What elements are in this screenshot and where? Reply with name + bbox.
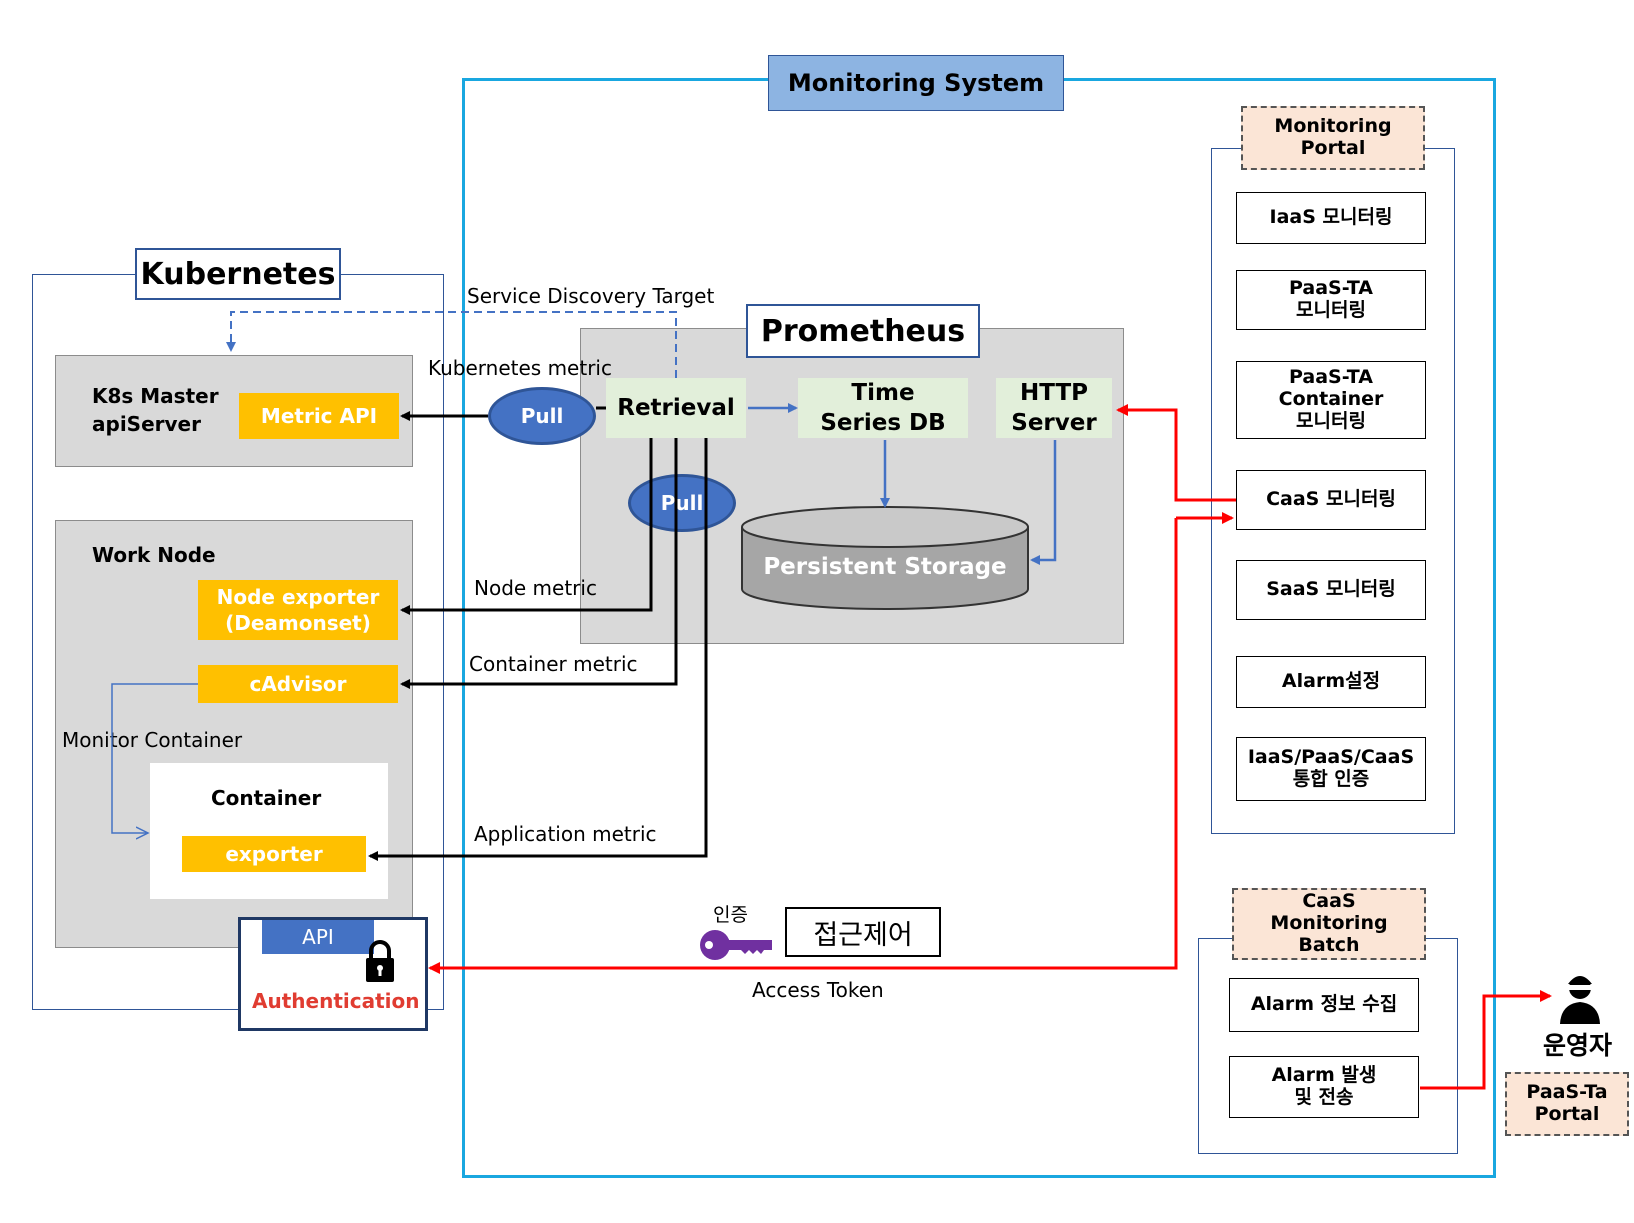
portal-item-iaas[interactable]: IaaS 모니터링 bbox=[1236, 192, 1426, 244]
access-token-label: Access Token bbox=[752, 978, 884, 1002]
lock-icon bbox=[362, 938, 398, 984]
kubernetes-title: Kubernetes bbox=[135, 248, 341, 300]
monitor-container-label: Monitor Container bbox=[62, 728, 243, 752]
auth-label: 인증 bbox=[713, 904, 748, 926]
portal-item-paas-ta[interactable]: PaaS-TA 모니터링 bbox=[1236, 270, 1426, 330]
container-box bbox=[150, 763, 388, 899]
batch-item-alarm-send: Alarm 발생 및 전송 bbox=[1229, 1056, 1419, 1118]
node-exporter-box: Node exporter (Deamonset) bbox=[198, 580, 398, 640]
prometheus-title: Prometheus bbox=[746, 304, 980, 358]
portal-item-integrated-auth[interactable]: IaaS/PaaS/CaaS 통합 인증 bbox=[1236, 737, 1426, 801]
batch-title: CaaS Monitoring Batch bbox=[1232, 888, 1426, 960]
kubernetes-metric-label: Kubernetes metric bbox=[428, 356, 612, 380]
cadvisor-box: cAdvisor bbox=[198, 665, 398, 703]
work-node-title: Work Node bbox=[92, 543, 216, 567]
tsdb-box: Time Series DB bbox=[798, 378, 968, 438]
persistent-storage-label: Persistent Storage bbox=[763, 554, 1007, 580]
service-discovery-label: Service Discovery Target bbox=[467, 284, 715, 308]
pull-top-ellipse: Pull bbox=[488, 387, 596, 445]
access-control-box: 접근제어 bbox=[785, 907, 941, 957]
application-metric-label: Application metric bbox=[474, 822, 657, 846]
monitoring-portal-title: Monitoring Portal bbox=[1241, 106, 1425, 170]
exporter-box: exporter bbox=[182, 836, 366, 872]
container-metric-label: Container metric bbox=[469, 652, 638, 676]
authentication-label: Authentication bbox=[252, 989, 420, 1013]
paas-ta-portal-box: PaaS-Ta Portal bbox=[1505, 1072, 1629, 1136]
portal-item-alarm-settings[interactable]: Alarm설정 bbox=[1236, 656, 1426, 708]
container-title: Container bbox=[211, 786, 322, 810]
persistent-storage-cylinder bbox=[740, 505, 1030, 613]
key-icon bbox=[698, 928, 774, 962]
operator-icon bbox=[1555, 968, 1605, 1026]
metric-api-box: Metric API bbox=[239, 393, 399, 439]
portal-item-saas[interactable]: SaaS 모니터링 bbox=[1236, 560, 1426, 620]
pull-bottom-ellipse: Pull bbox=[628, 474, 736, 532]
portal-item-caas[interactable]: CaaS 모니터링 bbox=[1236, 470, 1426, 530]
node-metric-label: Node metric bbox=[474, 576, 597, 600]
batch-item-alarm-collect: Alarm 정보 수집 bbox=[1229, 978, 1419, 1032]
monitoring-system-title: Monitoring System bbox=[768, 55, 1064, 111]
http-server-box: HTTP Server bbox=[996, 378, 1112, 438]
api-box: API bbox=[262, 920, 374, 954]
operator-label: 운영자 bbox=[1543, 1031, 1613, 1060]
retrieval-box: Retrieval bbox=[606, 378, 746, 438]
portal-item-paas-ta-container[interactable]: PaaS-TA Container 모니터링 bbox=[1236, 361, 1426, 439]
k8s-master-label: K8s Master apiServer bbox=[92, 384, 219, 436]
